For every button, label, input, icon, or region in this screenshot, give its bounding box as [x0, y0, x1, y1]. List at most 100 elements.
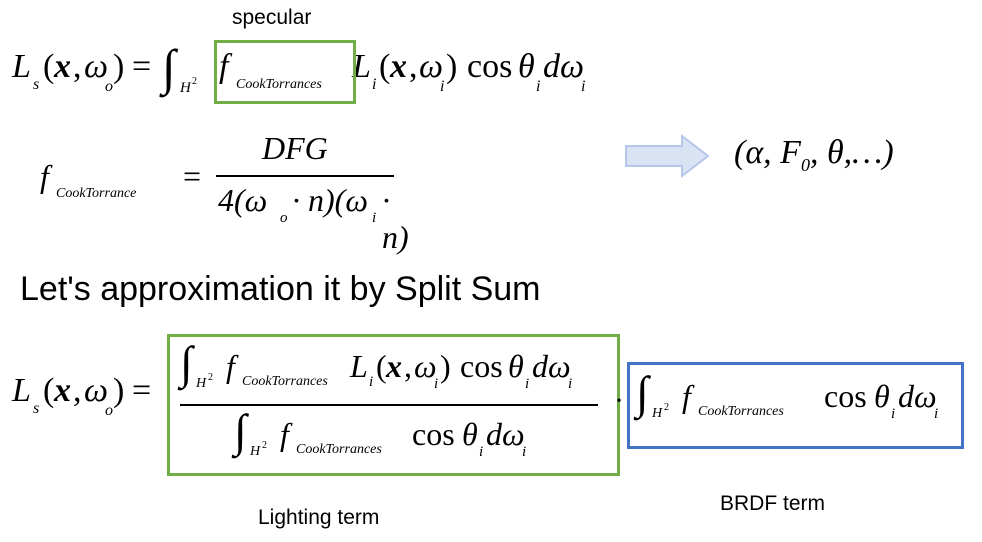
num-integral: ∫ [180, 337, 193, 388]
num-h2: H [196, 376, 207, 391]
li-symbol: L [352, 48, 371, 85]
li-lparen: ( [379, 48, 391, 85]
f-cooktorrances-subscript: CookTorrances [236, 77, 322, 92]
rparen: ) [113, 48, 125, 85]
ls3-equals: = [132, 372, 152, 409]
ls-symbol: L [12, 48, 31, 85]
params-rest: , θ,…) [809, 134, 894, 171]
den-domega: ω [502, 416, 525, 452]
rendering-equation: L s ( x , ω o ) = ∫ H 2 f CookTorrances … [12, 40, 612, 110]
equals-sign: = [132, 48, 152, 85]
ls3-lparen: ( [43, 372, 55, 409]
num-li-sub: i [369, 374, 374, 390]
theta-i-subscript: i [536, 78, 541, 95]
li-rparen: ) [446, 48, 458, 85]
num-f: f [226, 348, 235, 384]
h2-domain: H [180, 80, 191, 96]
ct-fraction-bar [216, 175, 394, 177]
dfg-numerator: DFG [262, 130, 328, 166]
brdf-f-sub: CookTorrances [698, 404, 784, 419]
den-theta: θ [462, 416, 478, 452]
brdf-cos: cos [824, 378, 867, 414]
num-domega-sub: i [568, 376, 573, 392]
multiply-dot: · [614, 384, 624, 417]
ls-subscript: s [33, 76, 40, 93]
theta-symbol: θ [518, 48, 535, 85]
den-domega-sub: i [522, 444, 527, 460]
split-sum-heading: Let's approximation it by Split Sum [20, 270, 541, 308]
lighting-denominator: ∫ H 2 f CookTorrances cos θ i d ω i [234, 408, 564, 468]
den-theta-sub: i [479, 444, 484, 460]
li-x-vector: x [390, 48, 407, 85]
num-domega: ω [548, 348, 571, 384]
d-symbol: d [543, 48, 560, 85]
ls3-comma: , [73, 372, 82, 409]
brdf-h2-exp: 2 [664, 402, 669, 413]
brdf-f: f [682, 378, 691, 414]
den-cos: cos [412, 416, 455, 452]
den-d: d [486, 416, 502, 452]
f-ct-symbol: f [40, 158, 49, 194]
num-x: x [386, 348, 402, 384]
den-h2-exp: 2 [262, 440, 267, 451]
lighting-numerator: ∫ H 2 f CookTorrances L i ( x , ω i ) co… [180, 340, 610, 400]
num-comma: , [404, 348, 412, 384]
h2-exponent: 2 [192, 76, 197, 87]
denominator-part3: · n) [382, 182, 409, 255]
ls3-symbol: L [12, 372, 31, 409]
f-symbol: f [219, 48, 229, 85]
brdf-term-expression: ∫ H 2 f CookTorrances cos θ i d ω i [636, 370, 956, 430]
comma: , [73, 48, 82, 85]
num-theta-sub: i [525, 376, 530, 392]
brdf-domega: ω [914, 378, 937, 414]
d-omega-i-subscript: i [581, 78, 586, 95]
integral-sign: ∫ [162, 39, 176, 95]
denominator-part2: · n)(ω [292, 182, 368, 218]
num-omega: ω [414, 348, 437, 384]
x-vector: x [54, 48, 71, 85]
split-sum-equation: L s ( x , ω o ) = [12, 372, 182, 432]
specular-highlight-box [214, 40, 356, 104]
cook-torrance-equation: f CookTorrance = DFG 4(ω o · n)(ω i · n) [40, 130, 420, 255]
num-h2-exp: 2 [208, 372, 213, 383]
brdf-domega-sub: i [934, 406, 939, 422]
li-omega-i-subscript: i [440, 78, 445, 95]
li-comma: , [409, 48, 418, 85]
f-ct-subscript: CookTorrance [56, 186, 137, 201]
brdf-term-label: BRDF term [720, 492, 825, 515]
brdf-integral: ∫ [636, 367, 649, 418]
arrow-icon [625, 134, 710, 178]
brdf-parameters: (α, F0, θ,…) [734, 134, 894, 176]
den-f-sub: CookTorrances [296, 442, 382, 457]
ls3-omega: ω [84, 372, 109, 409]
denom-i-sub: i [372, 210, 377, 226]
cos-function: cos [467, 48, 513, 85]
ls3-o-sub: o [105, 402, 113, 419]
num-theta: θ [508, 348, 524, 384]
den-h2: H [250, 444, 261, 459]
lparen: ( [43, 48, 55, 85]
omega-o-subscript: o [105, 78, 113, 95]
num-omega-sub: i [434, 376, 439, 392]
ls3-x: x [54, 372, 71, 409]
brdf-h2: H [652, 406, 663, 421]
brdf-theta: θ [874, 378, 890, 414]
li-subscript: i [372, 76, 377, 93]
lighting-term-label: Lighting term [258, 506, 380, 529]
den-integral: ∫ [234, 405, 247, 456]
ls3-subscript: s [33, 400, 40, 417]
d-omega: ω [560, 48, 585, 85]
num-cos: cos [460, 348, 503, 384]
brdf-theta-sub: i [891, 406, 896, 422]
num-li: L [350, 348, 368, 384]
num-d: d [532, 348, 548, 384]
f-zero-sub: 0 [800, 155, 810, 175]
lighting-fraction-bar [180, 404, 598, 406]
brdf-d: d [898, 378, 914, 414]
lighting-term-box [167, 334, 620, 476]
denominator-part1: 4(ω [218, 182, 268, 218]
li-omega: ω [419, 48, 444, 85]
specular-label: specular [232, 6, 312, 29]
omega-symbol: ω [84, 48, 109, 85]
ct-equals: = [183, 158, 202, 194]
